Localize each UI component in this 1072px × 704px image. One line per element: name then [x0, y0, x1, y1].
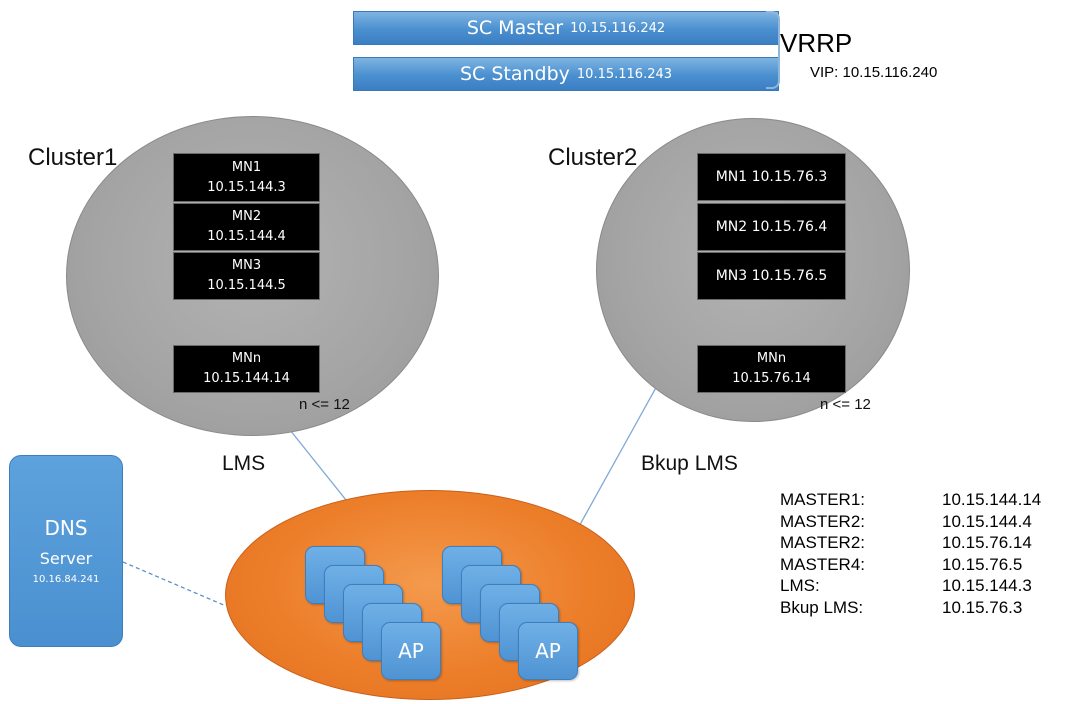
masters-value: 10.15.76.14 — [942, 533, 1032, 552]
bkup-lms-link — [576, 383, 659, 531]
masters-value: 10.15.144.4 — [942, 511, 1032, 531]
masters-row: LMS: 10.15.144.3 — [780, 576, 1070, 598]
mn-ip: 10.15.144.4 — [207, 229, 286, 244]
mn-name: MN1 — [231, 159, 262, 175]
mn-ip: 10.15.76.14 — [732, 371, 811, 386]
cluster2-mn1: MN1 10.15.76.3 — [697, 153, 846, 201]
vip-label: VIP: 10.15.116.240 — [810, 64, 938, 81]
mn-name: MNn — [756, 351, 787, 366]
cluster1-limit: n <= 12 — [299, 396, 350, 413]
masters-key: MASTER2: — [780, 533, 866, 552]
dns-server: DNS Server 10.16.84.241 — [9, 455, 123, 647]
masters-key: MASTER1: — [780, 490, 866, 509]
mn-label: MN3 10.15.76.5 — [715, 268, 828, 284]
dns-subtitle: Server — [39, 549, 93, 568]
cluster2-mnn: MNn 10.15.76.14 — [697, 345, 846, 393]
mn-ip: 10.15.144.14 — [203, 371, 290, 386]
masters-key: MASTER4: — [780, 554, 866, 574]
masters-value: 10.15.76.3 — [942, 597, 1023, 617]
dns-title: DNS — [44, 516, 88, 540]
cluster2-mn3: MN3 10.15.76.5 — [697, 252, 846, 300]
masters-table: MASTER1: 10.15.144.14 MASTER2: 10.15.144… — [780, 490, 1070, 619]
mn-label: MN2 10.15.76.4 — [715, 219, 828, 235]
cluster2-limit: n <= 12 — [820, 396, 871, 413]
masters-key: Bkup LMS: — [780, 597, 864, 617]
mn-ip: 10.15.144.3 — [207, 179, 286, 195]
sc-master-bar: SC Master 10.15.116.242 — [353, 11, 779, 45]
masters-key: LMS: — [780, 576, 820, 595]
masters-value: 10.15.144.14 — [942, 490, 1042, 509]
cluster1-mn2: MN2 10.15.144.4 — [173, 203, 320, 251]
masters-key: MASTER2: — [780, 511, 866, 531]
ap-label: AP — [398, 639, 424, 663]
ap-stack-left: AP — [381, 622, 441, 680]
masters-row: MASTER2: 10.15.144.4 — [780, 512, 1070, 534]
mn-name: MN2 — [231, 209, 262, 224]
sc-master-name: SC Master — [466, 17, 564, 39]
bkup-lms-link-label: Bkup LMS — [641, 452, 738, 475]
cluster1-mnn: MNn 10.15.144.14 — [173, 345, 320, 393]
masters-row: MASTER4: 10.15.76.5 — [780, 555, 1070, 577]
mn-label: MN1 10.15.76.3 — [715, 169, 828, 185]
masters-row: MASTER2: 10.15.76.14 — [780, 533, 1070, 555]
mn-name: MN3 — [231, 258, 262, 273]
cluster1-mn1: MN1 10.15.144.3 — [173, 153, 320, 202]
cluster1-mn3: MN3 10.15.144.5 — [173, 252, 320, 300]
sc-standby-name: SC Standby — [459, 63, 570, 85]
dns-link — [122, 561, 227, 607]
sc-standby-ip: 10.15.116.243 — [576, 66, 673, 82]
sc-master-ip: 10.15.116.242 — [570, 20, 666, 36]
cluster2-mn2: MN2 10.15.76.4 — [697, 203, 846, 251]
mn-ip: 10.15.144.5 — [207, 278, 286, 293]
vrrp-label: VRRP — [780, 28, 853, 58]
lms-link-label: LMS — [222, 452, 266, 475]
cluster1-title: Cluster1 — [28, 144, 118, 171]
cluster2-title: Cluster2 — [548, 144, 638, 171]
dns-ip: 10.16.84.241 — [32, 574, 100, 585]
vrrp-brace — [766, 11, 780, 89]
ap-label: AP — [535, 639, 561, 663]
masters-row: MASTER1: 10.15.144.14 — [780, 490, 1070, 512]
masters-value: 10.15.144.3 — [942, 576, 1032, 595]
masters-value: 10.15.76.5 — [942, 554, 1023, 574]
ap-stack-right: AP — [518, 622, 578, 680]
sc-standby-bar: SC Standby 10.15.116.243 — [353, 57, 779, 91]
masters-row: Bkup LMS: 10.15.76.3 — [780, 598, 1070, 620]
mn-name: MNn — [231, 351, 262, 366]
